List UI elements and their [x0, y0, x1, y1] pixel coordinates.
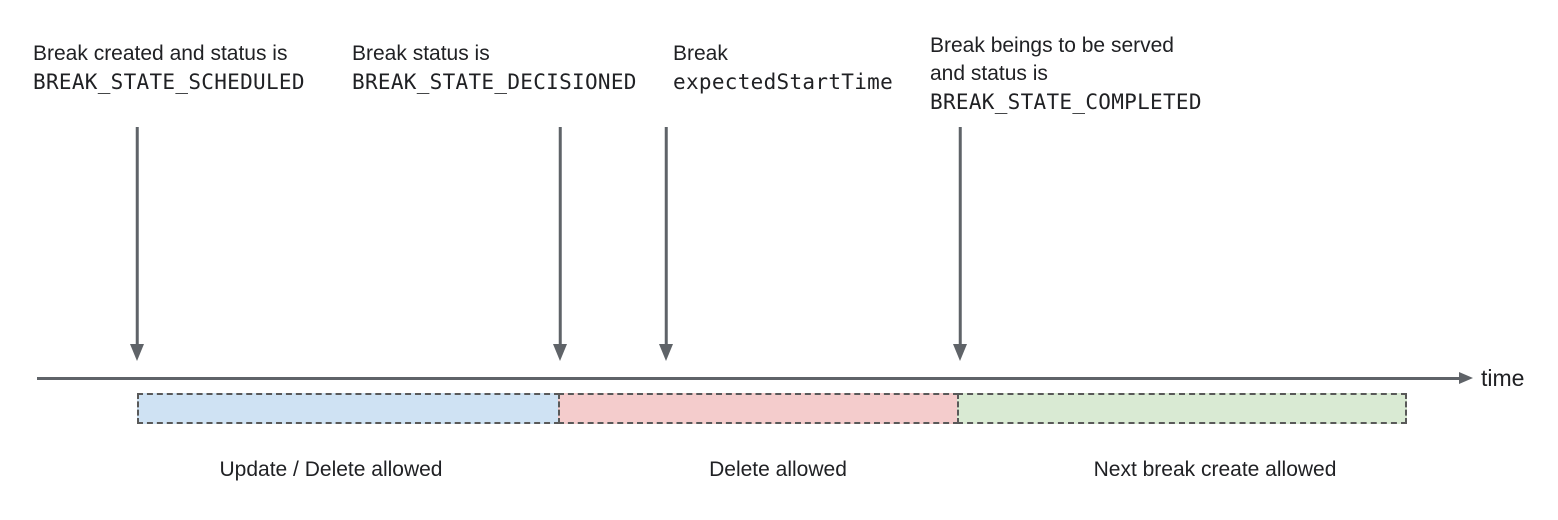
time-axis-line	[37, 377, 1459, 380]
annotation-scheduled-text: Break created and status is	[33, 42, 288, 65]
segment-update-delete-allowed	[137, 393, 560, 424]
annotation-expected-start-time-code: expectedStartTime	[673, 70, 894, 94]
down-arrow-decisioned	[553, 127, 567, 361]
annotation-completed: Break beings to be served and status is …	[930, 32, 1202, 116]
annotation-completed-code: BREAK_STATE_COMPLETED	[930, 90, 1202, 114]
annotation-scheduled-code: BREAK_STATE_SCHEDULED	[33, 70, 305, 94]
annotation-completed-text-line2: and status is	[930, 62, 1048, 85]
annotation-decisioned-text: Break status is	[352, 42, 490, 65]
down-arrow-scheduled	[130, 127, 144, 361]
down-arrow-shaft	[558, 127, 562, 345]
segment-label-next-break-create-allowed: Next break create allowed	[1093, 458, 1337, 481]
down-arrowhead-icon	[130, 344, 144, 361]
down-arrow-shaft	[958, 127, 962, 345]
down-arrow-expected-start-time	[659, 127, 673, 361]
down-arrow-shaft	[135, 127, 139, 345]
down-arrow-shaft	[664, 127, 668, 345]
down-arrowhead-icon	[553, 344, 567, 361]
down-arrowhead-icon	[953, 344, 967, 361]
down-arrow-completed	[953, 127, 967, 361]
time-axis-label: time	[1481, 365, 1525, 391]
annotation-expected-start-time-text: Break	[673, 42, 728, 65]
segment-next-break-create-allowed	[957, 393, 1407, 424]
segment-label-delete-allowed: Delete allowed	[709, 458, 847, 481]
annotation-decisioned: Break status is BREAK_STATE_DECISIONED	[352, 40, 637, 96]
annotation-scheduled: Break created and status is BREAK_STATE_…	[33, 40, 305, 96]
segment-label-update-delete-allowed: Update / Delete allowed	[219, 458, 443, 481]
segment-delete-allowed	[558, 393, 959, 424]
down-arrowhead-icon	[659, 344, 673, 361]
annotation-decisioned-code: BREAK_STATE_DECISIONED	[352, 70, 637, 94]
phase-bar	[137, 393, 1407, 424]
time-axis-arrowhead-icon	[1459, 372, 1473, 384]
annotation-completed-text-line1: Break beings to be served	[930, 34, 1174, 57]
annotation-expected-start-time: Break expectedStartTime	[673, 40, 893, 96]
